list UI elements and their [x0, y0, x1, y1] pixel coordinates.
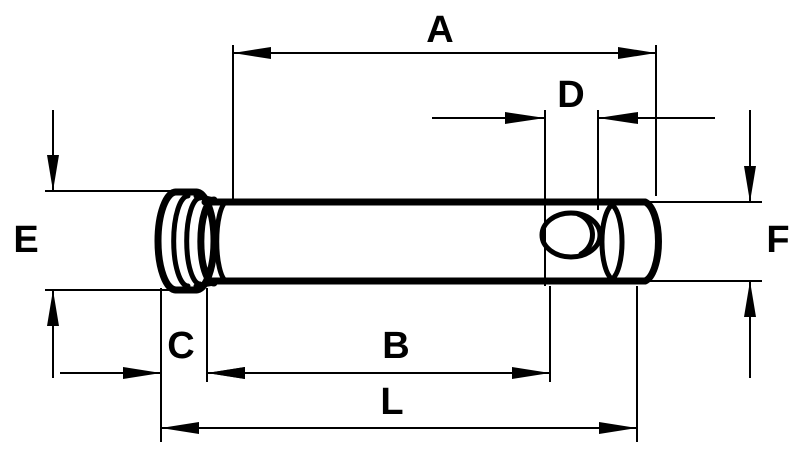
arrowhead-a-right [618, 47, 656, 59]
groove-land-bottom [193, 280, 217, 289]
groove-ring-one [171, 193, 191, 289]
pin-end-face-ellipse-back [609, 202, 625, 282]
arrowhead-e-bottom [47, 290, 59, 326]
dimension-label-l: L [380, 381, 403, 423]
arrowhead-f-top [744, 166, 756, 202]
shaft-start-face-inner [214, 199, 229, 284]
arrowhead-d-left [505, 112, 545, 124]
arrowhead-b-left [207, 367, 245, 379]
dimension-label-b: B [382, 325, 409, 367]
dimension-label-f: F [766, 219, 789, 261]
dimension-f: F [744, 110, 790, 378]
arrowhead-a-left [233, 47, 271, 59]
dimension-label-a: A [426, 9, 453, 51]
arrowhead-d-right [598, 112, 638, 124]
pin-end-face-ellipse [599, 202, 615, 282]
arrowhead-l-right [599, 422, 637, 434]
arrowhead-f-bottom [744, 281, 756, 317]
clevis-pin-body [154, 188, 662, 294]
groove-ring-two [184, 195, 203, 287]
dimension-b: B [207, 325, 550, 379]
collar-outer-face [154, 188, 180, 294]
dimension-label-c: C [167, 325, 194, 367]
dimension-e: E [13, 110, 59, 378]
cross-hole-ellipse [539, 210, 603, 260]
extension-lines [45, 45, 762, 442]
dimension-label-e: E [13, 219, 38, 261]
arrowhead-l-left [161, 422, 199, 434]
arrowhead-e-top [47, 155, 59, 191]
shaft-start-face [197, 196, 218, 287]
dimension-d: D [432, 74, 715, 124]
arrowhead-b-right [512, 367, 550, 379]
dimension-a: A [233, 9, 656, 59]
pin-end-nose [641, 198, 662, 285]
cross-hole-inner-arc [575, 211, 595, 257]
dimension-label-d: D [557, 74, 584, 116]
groove-land-top [193, 193, 217, 203]
arrowhead-c-left [123, 367, 161, 379]
dimension-l: L [161, 381, 637, 434]
